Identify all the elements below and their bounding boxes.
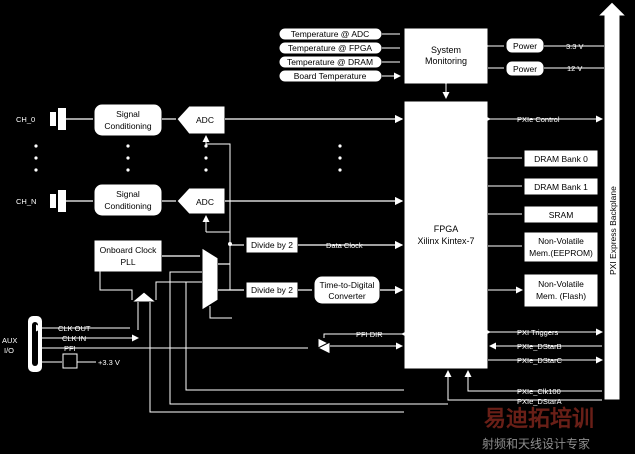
sensor-label: Temperature @ DRAM [287,57,373,67]
aux-pfi-label: PFI [64,344,76,353]
signal-conditioning-0 [93,103,163,137]
fpga-model: Xilinx Kintex-7 [417,236,474,246]
pxi-triggers-label: PXI Triggers [517,328,559,337]
memory-label: DRAM Bank 0 [534,154,588,164]
aux-clk-in-label: CLK IN [62,334,86,343]
channel-ellipsis [34,144,342,172]
pxie-dstarc-label: PXIe_DStarC [517,356,563,365]
pll-label: PLL [120,257,135,267]
sc-label: Signal [116,109,140,119]
backplane-arrow: PXI Express Backplane [596,1,628,401]
watermark-logo: 易迪拓培训 [484,406,594,432]
system-monitoring-line2: Monitoring [425,56,467,66]
dram-bank-1 [523,177,599,196]
adc-label: ADC [196,115,214,125]
aux-label: AUX [2,336,17,345]
divide-label: Divide by 2 [251,240,293,250]
memory-label: Non-Volatile [538,236,584,246]
pll-label: Onboard Clock [100,245,157,255]
dram-bank-0 [523,149,599,168]
clock-mux [201,247,219,311]
aux-clk-out-label: CLK OUT [58,324,91,333]
watermark-tagline: 射频和天线设计专家 [482,436,590,451]
fpga-title: FPGA [434,224,459,234]
pxie-clk100-label: PXIe_Clk100 [517,387,561,396]
aux-fuse [62,353,78,369]
fpga-block [403,100,489,370]
sensor-label: Temperature @ ADC [291,29,370,39]
channel-label: CH_N [16,197,36,206]
memory-label: Mem.(EEPROM) [529,248,593,258]
pxie-dstarb-label: PXIe_DStarB [517,342,562,351]
power-voltage-12v: 12 V [567,64,582,73]
power-voltage-3v3: 3.3 V [566,42,584,51]
tdc-label: Time-to-Digital [320,280,375,290]
clock-buffer [130,291,158,303]
pfi-dir-label: PFI DIR [356,330,383,339]
eeprom [523,231,599,263]
power-label: Power [513,64,537,74]
backplane-label: PXI Express Backplane [608,186,618,275]
flash [523,273,599,308]
power-label: Power [513,41,537,51]
sensor-list: Temperature @ ADC Temperature @ FPGA Tem… [278,27,400,82]
sc-label: Conditioning [104,201,152,211]
signal-conditioning-n [93,183,163,217]
tdc-label: Converter [328,291,365,301]
sensor-label: Temperature @ FPGA [288,43,373,53]
memory-label: DRAM Bank 1 [534,182,588,192]
sc-label: Conditioning [104,121,152,131]
system-monitoring-line1: System [431,45,461,55]
memory-label: Non-Volatile [538,279,584,289]
channel-n: CH_N Signal Conditioning ADC [16,183,404,217]
channel-0: CH_0 Signal Conditioning ADC [16,103,404,137]
onboard-clock-pll [93,239,163,273]
aux-power-label: +3.3 V [98,358,120,367]
divide-label: Divide by 2 [251,285,293,295]
channel-label: CH_0 [16,115,35,124]
memory-label: SRAM [549,210,574,220]
system-monitoring-block [403,27,489,85]
sc-label: Signal [116,189,140,199]
aux-label: I/O [4,346,14,355]
memory-column: DRAM Bank 0 DRAM Bank 1 SRAM Non-Volatil… [488,149,599,308]
pxie-control-label: PXIe Control [517,115,560,124]
adc-0 [176,105,226,135]
sensor-label: Board Temperature [294,71,367,81]
adc-label: ADC [196,197,214,207]
sram [523,205,599,224]
memory-label: Mem. (Flash) [536,291,586,301]
pxie-dstara-label: PXIe_DStarA [517,397,562,406]
data-clock-label: Data Clock [326,241,363,250]
